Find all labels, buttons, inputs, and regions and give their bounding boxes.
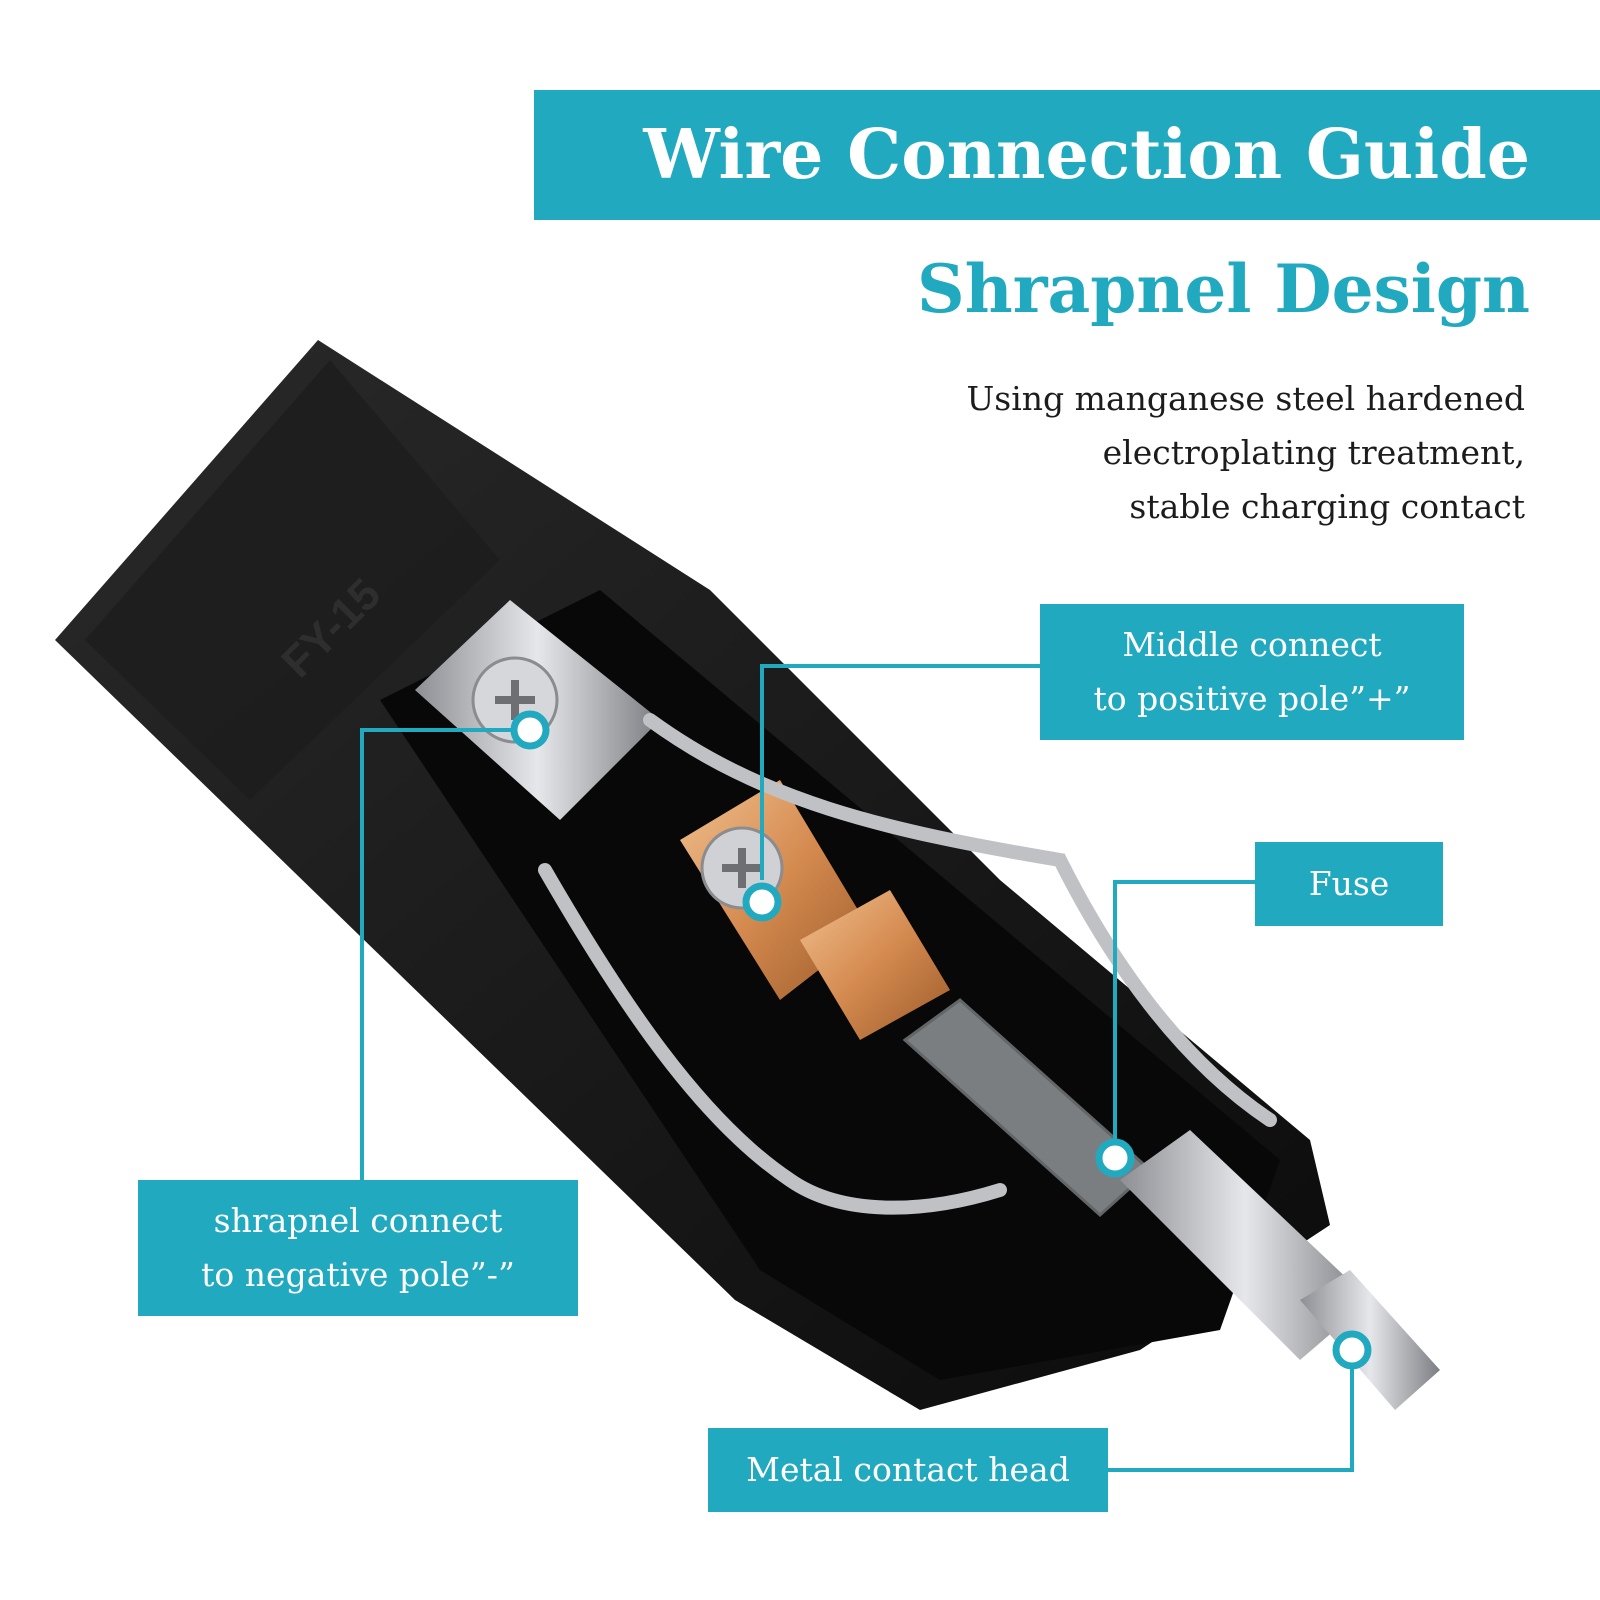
subtitle: Shrapnel Design (917, 250, 1530, 328)
callout-shrapnel-line: shrapnel connect (213, 1201, 503, 1240)
description-line: Using manganese steel hardened (966, 379, 1526, 418)
callout-middle-line: Middle connect (1122, 625, 1382, 664)
marker-fuse (1095, 1138, 1135, 1178)
callout-fuse-line: Fuse (1308, 864, 1390, 903)
shrapnel-spring (538, 713, 1277, 1215)
callout-markers (510, 710, 1372, 1370)
callout-middle-line: to positive pole”+” (1093, 679, 1411, 718)
callout-metal-head: Metal contact head (708, 1428, 1108, 1512)
marker-shrapnel (510, 710, 550, 750)
description-line: electroplating treatment, (1102, 433, 1525, 472)
callout-metal-head-line: Metal contact head (746, 1450, 1070, 1489)
description: Using manganese steel hardened electropl… (967, 372, 1526, 534)
callout-fuse: Fuse (1255, 842, 1443, 926)
marker-middle (742, 882, 782, 922)
leader-lines (360, 664, 1354, 1472)
callout-shrapnel-line: to negative pole”-” (201, 1255, 515, 1294)
callout-middle-positive: Middle connect to positive pole”+” (1040, 604, 1464, 740)
callout-shrapnel-negative: shrapnel connect to negative pole”-” (138, 1180, 578, 1316)
marker-metal-head (1332, 1330, 1372, 1370)
description-line: stable charging contact (1129, 487, 1525, 526)
title-banner: Wire Connection Guide (534, 90, 1600, 220)
metal-contact-pin (1120, 1130, 1440, 1410)
page-title: Wire Connection Guide (643, 115, 1530, 195)
